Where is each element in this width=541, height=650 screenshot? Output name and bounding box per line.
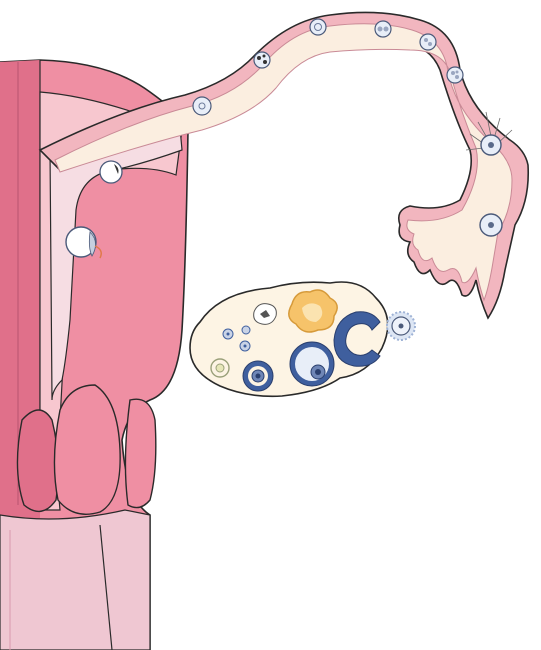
corpus-albicans-icon <box>254 304 277 325</box>
four-cell-icon <box>420 34 436 50</box>
cervical-outer-bulge <box>125 399 155 507</box>
released-ovum-icon <box>480 214 502 236</box>
two-cell-icon <box>375 21 391 37</box>
ovary-outline <box>190 282 388 396</box>
fertilization-icon <box>254 52 270 68</box>
vagina <box>0 510 150 650</box>
zygote-icon <box>310 19 326 35</box>
cervix-left-lip <box>17 410 58 511</box>
morula-icon <box>447 67 463 83</box>
tertiary-follicle-icon <box>290 342 334 386</box>
blastocyst-icon <box>100 161 122 183</box>
cervix-right-lip <box>54 385 120 514</box>
ovary <box>190 282 388 396</box>
blastocyst-icon <box>193 97 211 115</box>
atretic-follicle-icon <box>211 359 229 377</box>
secondary-follicle-icon <box>243 361 273 391</box>
ovum-icon <box>481 135 501 155</box>
ovulated-oocyte-icon <box>387 312 415 340</box>
